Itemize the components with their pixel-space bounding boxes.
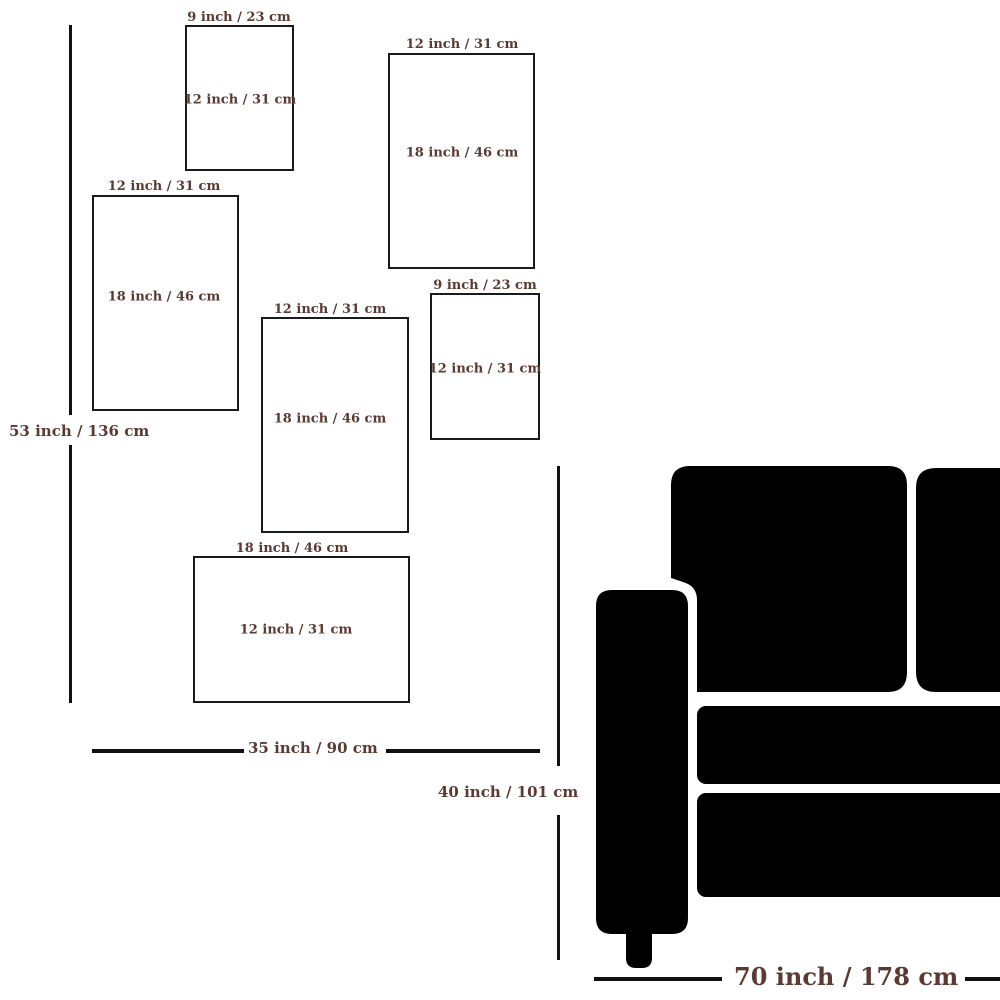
frame-5-width-label: 12 inch / 31 cm bbox=[273, 302, 387, 317]
frame-4-height-label: 12 inch / 31 cm bbox=[428, 361, 542, 377]
frame-6-height-label: 12 inch / 31 cm bbox=[239, 622, 353, 638]
sofa-height-line-top bbox=[557, 466, 560, 766]
wall-width-line-left bbox=[92, 749, 244, 753]
sofa-height-line-bottom bbox=[557, 815, 560, 960]
frame-5 bbox=[261, 317, 409, 533]
wall-height-line-top bbox=[69, 25, 72, 415]
sofa-width-label: 70 inch / 178 cm bbox=[734, 962, 959, 991]
frame-2-height-label: 18 inch / 46 cm bbox=[405, 145, 519, 161]
frame-5-height-label: 18 inch / 46 cm bbox=[273, 411, 387, 427]
frame-4-width-label: 9 inch / 23 cm bbox=[433, 278, 537, 293]
frame-3 bbox=[92, 195, 239, 411]
sofa-width-line-left bbox=[594, 977, 722, 981]
frame-1 bbox=[185, 25, 294, 171]
frame-2-width-label: 12 inch / 31 cm bbox=[405, 37, 519, 52]
frame-1-height-label: 12 inch / 31 cm bbox=[183, 92, 297, 108]
wall-width-label: 35 inch / 90 cm bbox=[248, 739, 378, 757]
wall-height-label: 53 inch / 136 cm bbox=[9, 422, 150, 440]
frame-4 bbox=[430, 293, 540, 440]
frame-6 bbox=[193, 556, 410, 703]
wall-height-line-bottom bbox=[69, 445, 72, 703]
frame-2 bbox=[388, 53, 535, 269]
sofa-width-line-right bbox=[965, 977, 1000, 981]
frame-1-width-label: 9 inch / 23 cm bbox=[187, 10, 291, 25]
frame-3-height-label: 18 inch / 46 cm bbox=[107, 289, 221, 305]
wall-width-line-right bbox=[386, 749, 540, 753]
frame-6-width-label: 18 inch / 46 cm bbox=[235, 541, 349, 556]
sofa-height-label: 40 inch / 101 cm bbox=[438, 783, 579, 801]
frame-3-width-label: 12 inch / 31 cm bbox=[107, 179, 221, 194]
